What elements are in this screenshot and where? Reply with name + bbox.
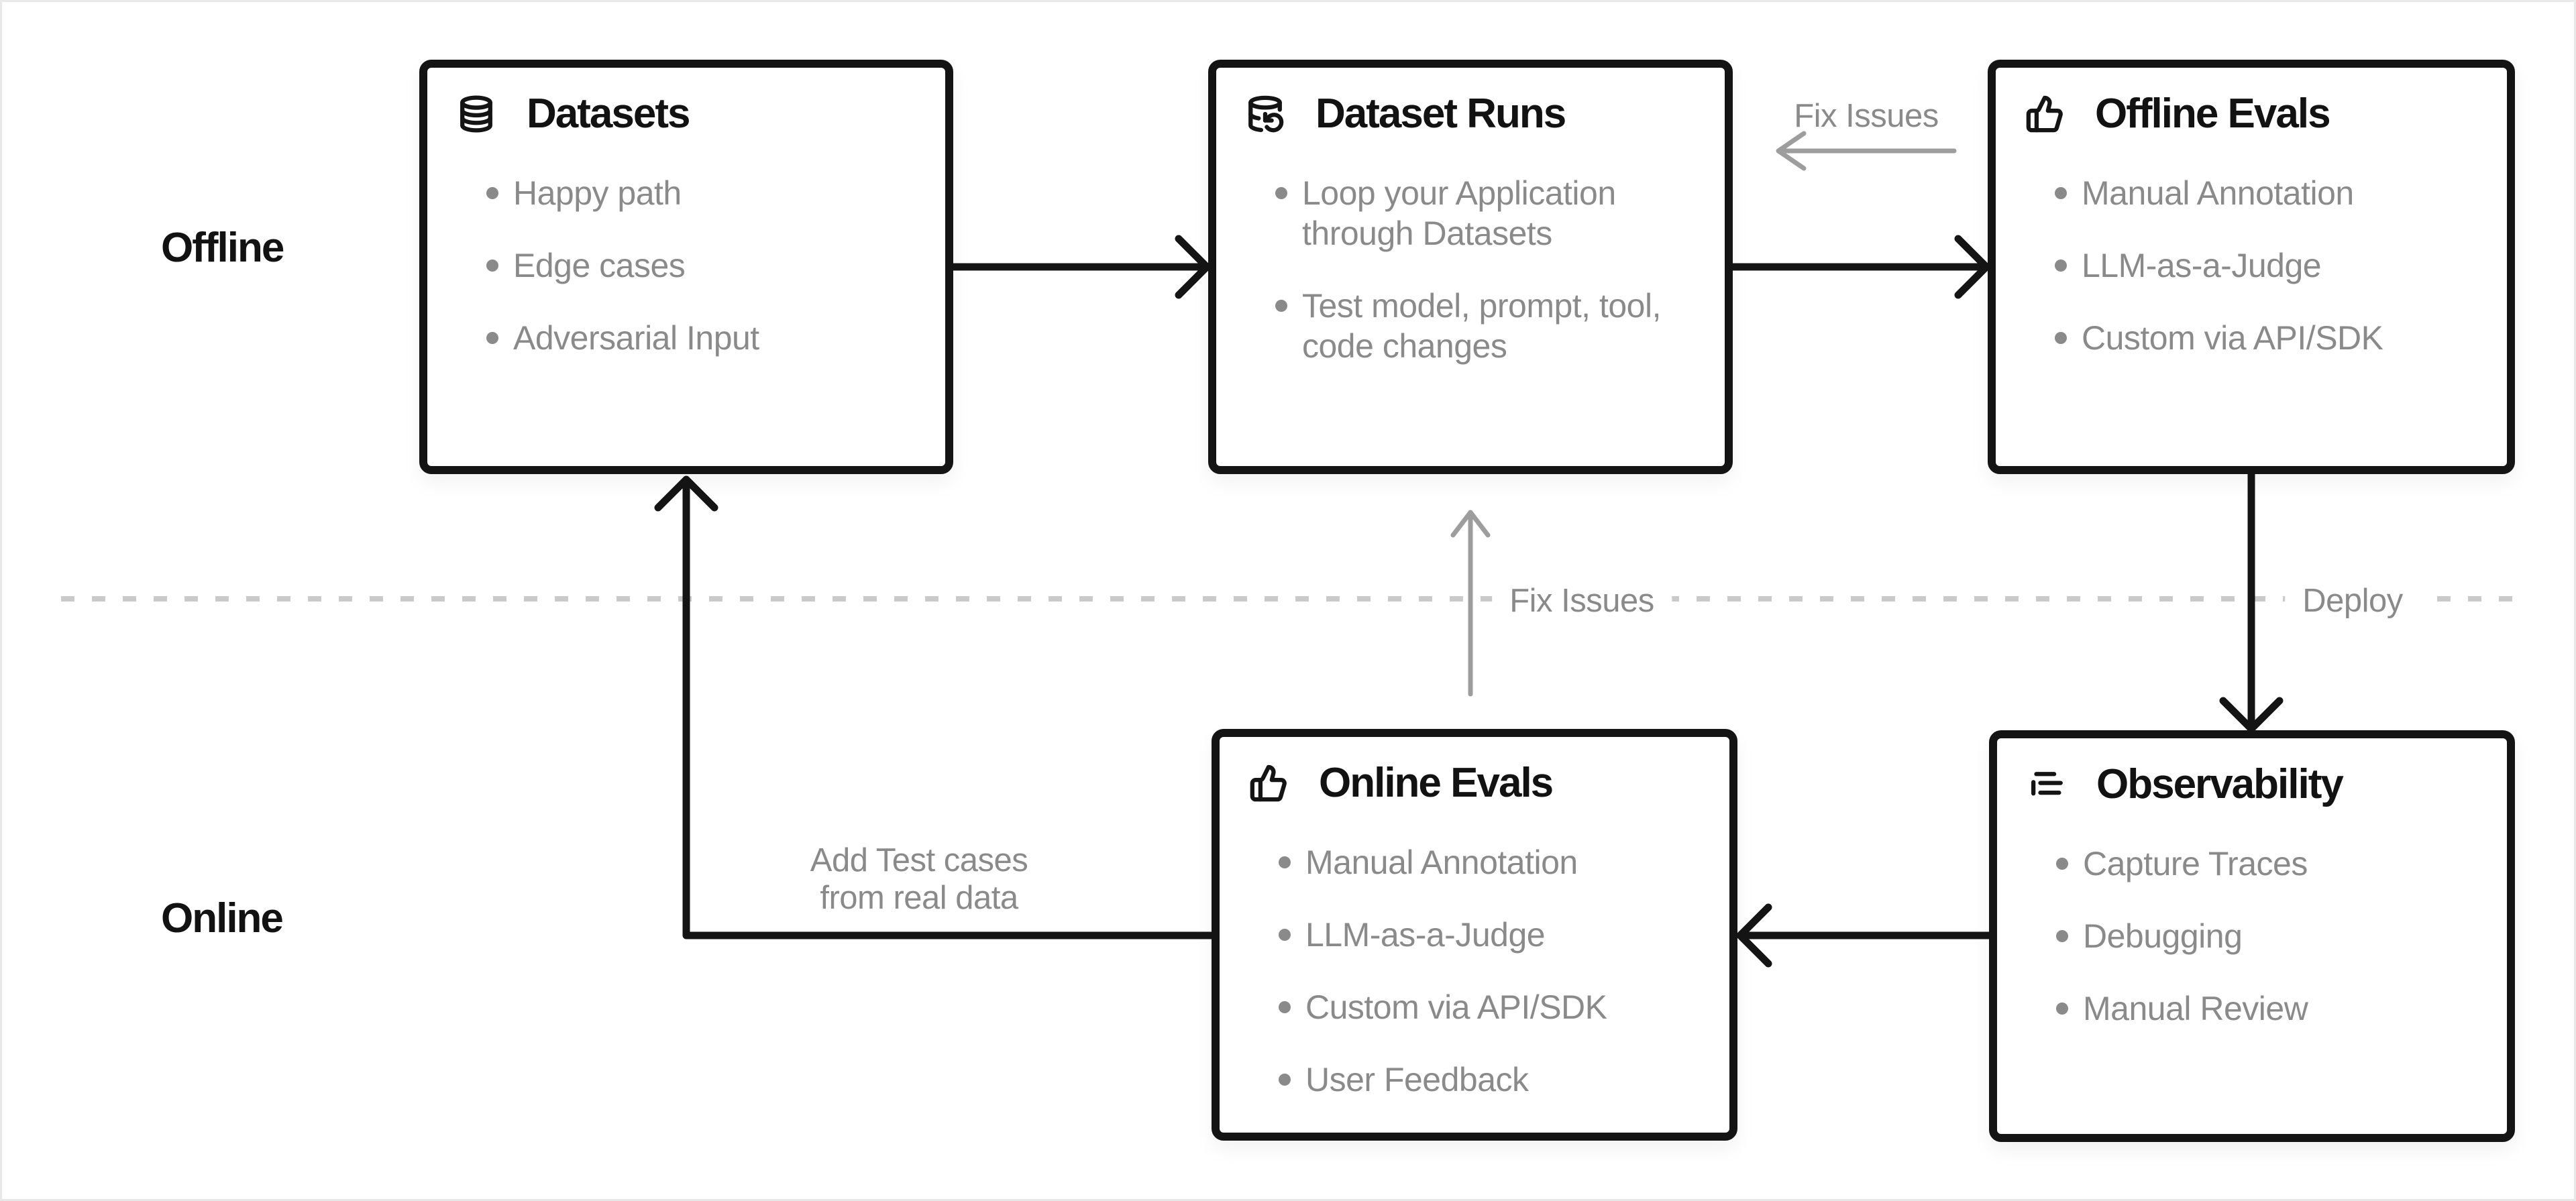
observability-header: Observability bbox=[2027, 761, 2507, 808]
bullet-item: Adversarial Input bbox=[486, 318, 945, 358]
bullet-item: Custom via API/SDK bbox=[2055, 318, 2507, 358]
datasets-box: Datasets Happy path Edge cases Adversari… bbox=[419, 60, 953, 474]
observability-title: Observability bbox=[2096, 761, 2344, 807]
bullet-item: Loop your Application through Datasets bbox=[1275, 173, 1725, 253]
datasets-title: Datasets bbox=[527, 91, 690, 137]
offline-evals-list: Manual Annotation LLM-as-a-Judge Custom … bbox=[2055, 173, 2507, 358]
online-section-label: Online bbox=[161, 895, 284, 941]
add-test-cases-label: Add Test cases from real data bbox=[810, 842, 1028, 916]
bullet-item: Happy path bbox=[486, 173, 945, 213]
bullet-item: LLM-as-a-Judge bbox=[2055, 245, 2507, 286]
offline-evals-box: Offline Evals Manual Annotation LLM-as-a… bbox=[1988, 60, 2515, 474]
bullet-item: Manual Annotation bbox=[1279, 842, 1729, 882]
bullet-item: Manual Review bbox=[2056, 988, 2507, 1029]
bullet-item: Test model, prompt, tool, code changes bbox=[1275, 286, 1725, 366]
datasets-header: Datasets bbox=[457, 91, 945, 137]
database-icon bbox=[457, 95, 496, 133]
thumbs-up-icon bbox=[2025, 95, 2064, 133]
bullet-item: Manual Annotation bbox=[2055, 173, 2507, 213]
datasets-list: Happy path Edge cases Adversarial Input bbox=[486, 173, 945, 358]
fix-issues-up-arrow bbox=[1450, 510, 1491, 697]
bullet-item: Capture Traces bbox=[2056, 844, 2507, 884]
dataset-runs-title: Dataset Runs bbox=[1316, 91, 1566, 137]
online-evals-header: Online Evals bbox=[1249, 760, 1729, 807]
arrow-offline-evals-to-observability bbox=[2219, 470, 2284, 733]
observability-box: Observability Capture Traces Debugging M… bbox=[1989, 730, 2515, 1142]
thumbs-up-icon bbox=[1249, 764, 1288, 803]
arrow-dataset-runs-to-offline-evals bbox=[1729, 235, 1990, 299]
online-evals-list: Manual Annotation LLM-as-a-Judge Custom … bbox=[1279, 842, 1729, 1100]
offline-section-label: Offline bbox=[161, 225, 284, 271]
bullet-item: User Feedback bbox=[1279, 1060, 1729, 1100]
observability-list: Capture Traces Debugging Manual Review bbox=[2056, 844, 2507, 1029]
fix-issues-mid-label: Fix Issues bbox=[1492, 582, 1672, 620]
list-tree-icon bbox=[2027, 765, 2065, 804]
fix-issues-top-label: Fix Issues bbox=[1794, 98, 1939, 134]
bullet-item: Debugging bbox=[2056, 916, 2507, 956]
bullet-item: Custom via API/SDK bbox=[1279, 987, 1729, 1027]
arrow-datasets-to-dataset-runs bbox=[949, 235, 1211, 299]
fix-issues-top-arrow bbox=[1776, 131, 1957, 171]
dataset-runs-header: Dataset Runs bbox=[1246, 91, 1725, 137]
dataset-runs-list: Loop your Application through Datasets T… bbox=[1275, 173, 1725, 366]
online-evals-title: Online Evals bbox=[1319, 760, 1554, 806]
online-evals-box: Online Evals Manual Annotation LLM-as-a-… bbox=[1212, 729, 1737, 1141]
arrow-observability-to-online-evals bbox=[1736, 903, 1993, 968]
offline-evals-header: Offline Evals bbox=[2025, 91, 2507, 137]
bullet-item: LLM-as-a-Judge bbox=[1279, 915, 1729, 955]
dataset-runs-box: Dataset Runs Loop your Application throu… bbox=[1208, 60, 1733, 474]
deploy-label: Deploy bbox=[2285, 582, 2420, 620]
offline-evals-title: Offline Evals bbox=[2095, 91, 2331, 137]
bullet-item: Edge cases bbox=[486, 245, 945, 286]
database-backup-icon bbox=[1246, 95, 1285, 133]
